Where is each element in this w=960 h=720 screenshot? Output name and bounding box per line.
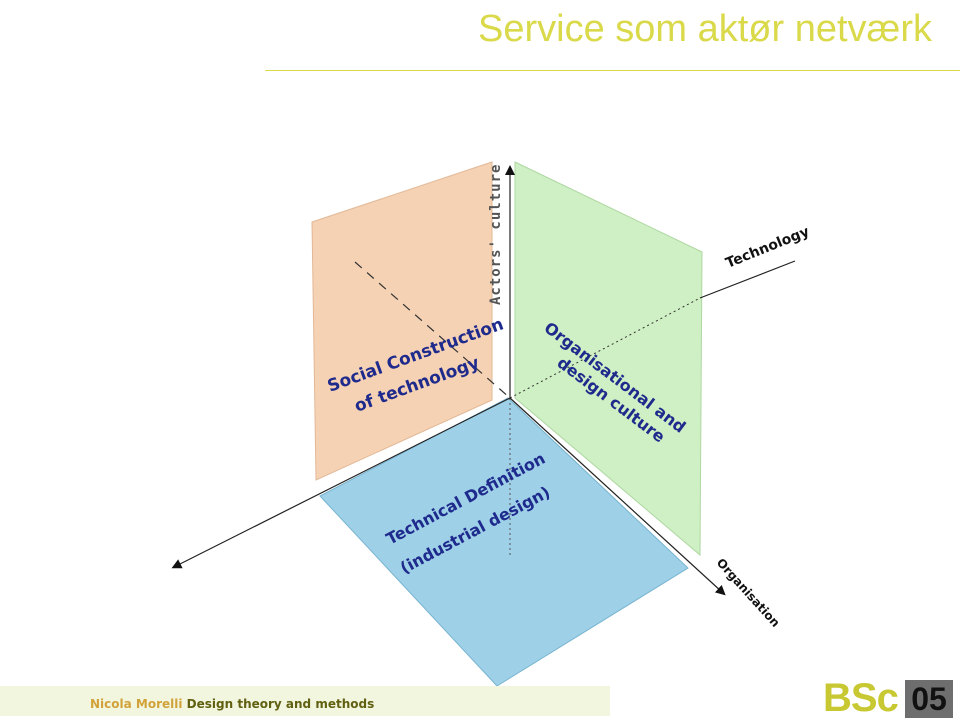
organisational-plane [514,161,703,557]
footer-bar [0,686,610,716]
social-construction-plane [311,161,493,481]
bsc-logo-text: BSc [823,676,899,720]
organisation-axis-label: Organisation [714,556,783,630]
footer-author: Nicola Morelli [90,697,183,711]
third-axis [171,397,511,569]
title-divider [265,70,960,71]
footer-text: Nicola Morelli Design theory and methods [90,697,374,711]
technology-axis-dotted [509,297,701,399]
bsc-logo-number: 05 [905,680,953,718]
technology-axis-label: Technology [724,224,812,272]
slide-title: Service som aktør netværk [478,8,932,50]
technology-axis-hidden [354,261,511,399]
footer-course: Design theory and methods [186,697,375,711]
organisation-axis [509,397,726,596]
actors-culture-axis-label: Actors' culture [488,164,504,305]
technology-axis [699,260,796,299]
